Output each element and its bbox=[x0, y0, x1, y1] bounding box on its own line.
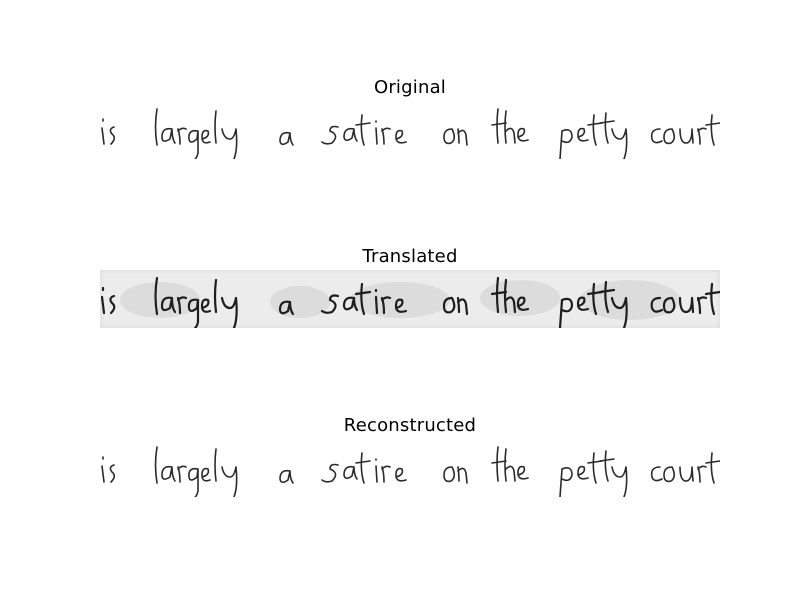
handwriting-sample bbox=[101, 446, 720, 497]
handwriting-image-translated bbox=[100, 270, 720, 328]
panel-title-reconstructed: Reconstructed bbox=[343, 415, 477, 436]
handwriting-image-reconstructed bbox=[100, 439, 720, 497]
handwriting-strokes bbox=[101, 446, 720, 497]
handwriting-strokes bbox=[101, 108, 720, 159]
handwriting-strokes bbox=[100, 276, 720, 328]
handwriting-sample bbox=[101, 108, 720, 159]
handwriting-sample bbox=[100, 276, 720, 328]
handwriting-image-original bbox=[100, 101, 720, 159]
panel-title-translated: Translated bbox=[362, 246, 458, 267]
panel-title-original: Original bbox=[373, 77, 447, 98]
